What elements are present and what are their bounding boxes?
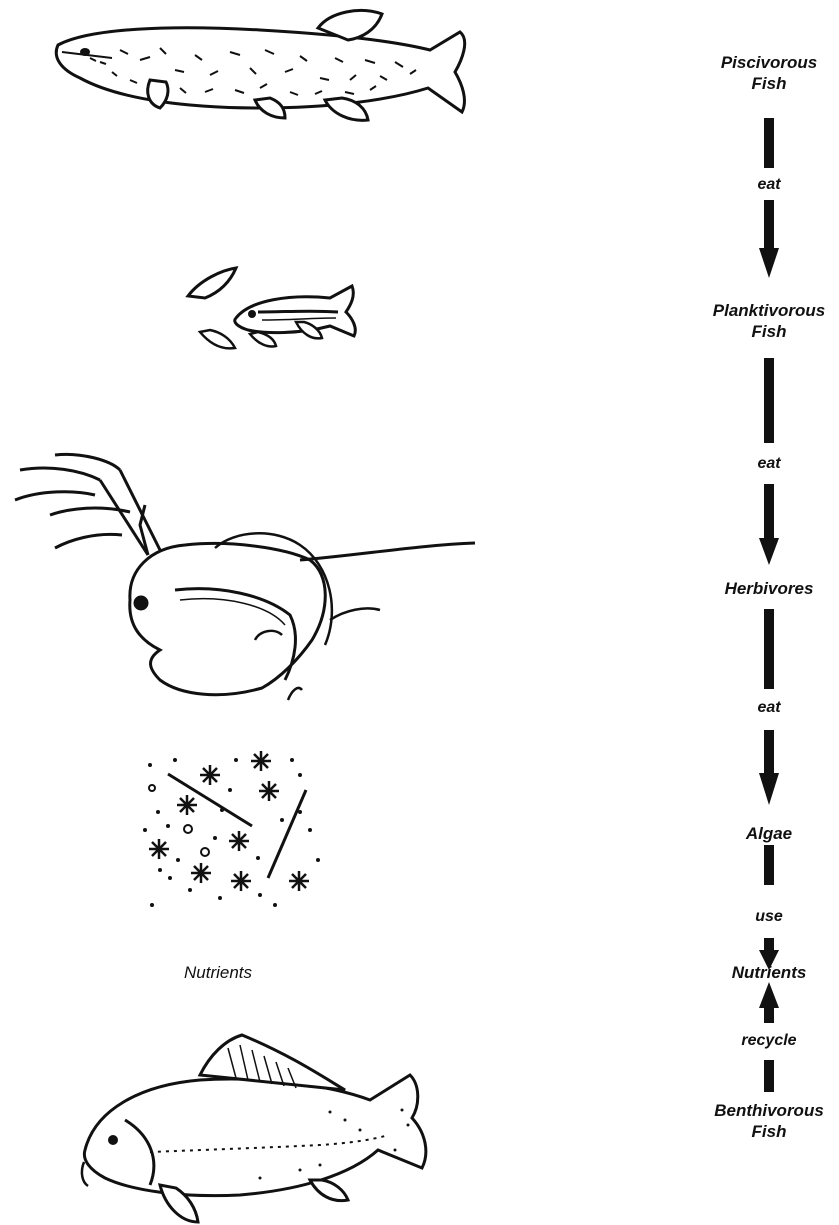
minnow-illustration <box>188 268 355 348</box>
verb-eat-2: eat <box>739 453 799 474</box>
node-benthivorous-fish: Benthivorous Fish <box>699 1100 839 1142</box>
bar-2 <box>764 200 774 250</box>
carp-illustration <box>82 1035 426 1222</box>
verb-recycle: recycle <box>729 1030 809 1051</box>
arrowhead-down-1 <box>759 248 779 278</box>
node-planktivorous-fish: Planktivorous Fish <box>699 300 839 342</box>
node-piscivorous-line2: Fish <box>752 74 787 93</box>
verb-eat-1: eat <box>739 174 799 195</box>
bar-4 <box>764 484 774 539</box>
node-algae: Algae <box>699 823 839 844</box>
verb-use: use <box>739 906 799 927</box>
chain-connectors <box>759 118 779 1092</box>
node-planktivorous-line2: Fish <box>752 322 787 341</box>
nutrients-caption: Nutrients <box>184 963 252 983</box>
pike-illustration <box>56 10 464 120</box>
node-planktivorous-line1: Planktivorous <box>713 301 825 320</box>
verb-eat-3: eat <box>739 697 799 718</box>
arrowhead-down-3 <box>759 773 779 805</box>
bar-6 <box>764 730 774 775</box>
node-benthivorous-line1: Benthivorous <box>714 1101 824 1120</box>
arrowhead-down-2 <box>759 538 779 565</box>
node-piscivorous-fish: Piscivorous Fish <box>699 52 839 94</box>
bar-8 <box>764 938 774 952</box>
node-piscivorous-line1: Piscivorous <box>721 53 817 72</box>
bar-9 <box>764 1007 774 1023</box>
node-herbivores: Herbivores <box>699 578 839 599</box>
bar-7 <box>764 845 774 885</box>
bar-10 <box>764 1060 774 1092</box>
algae-illustration <box>143 751 320 907</box>
bar-3 <box>764 358 774 443</box>
node-benthivorous-line2: Fish <box>752 1122 787 1141</box>
arrowhead-up-1 <box>759 982 779 1008</box>
bar-1 <box>764 118 774 168</box>
daphnia-illustration <box>15 454 475 700</box>
bar-5 <box>764 609 774 689</box>
node-nutrients: Nutrients <box>699 962 839 983</box>
